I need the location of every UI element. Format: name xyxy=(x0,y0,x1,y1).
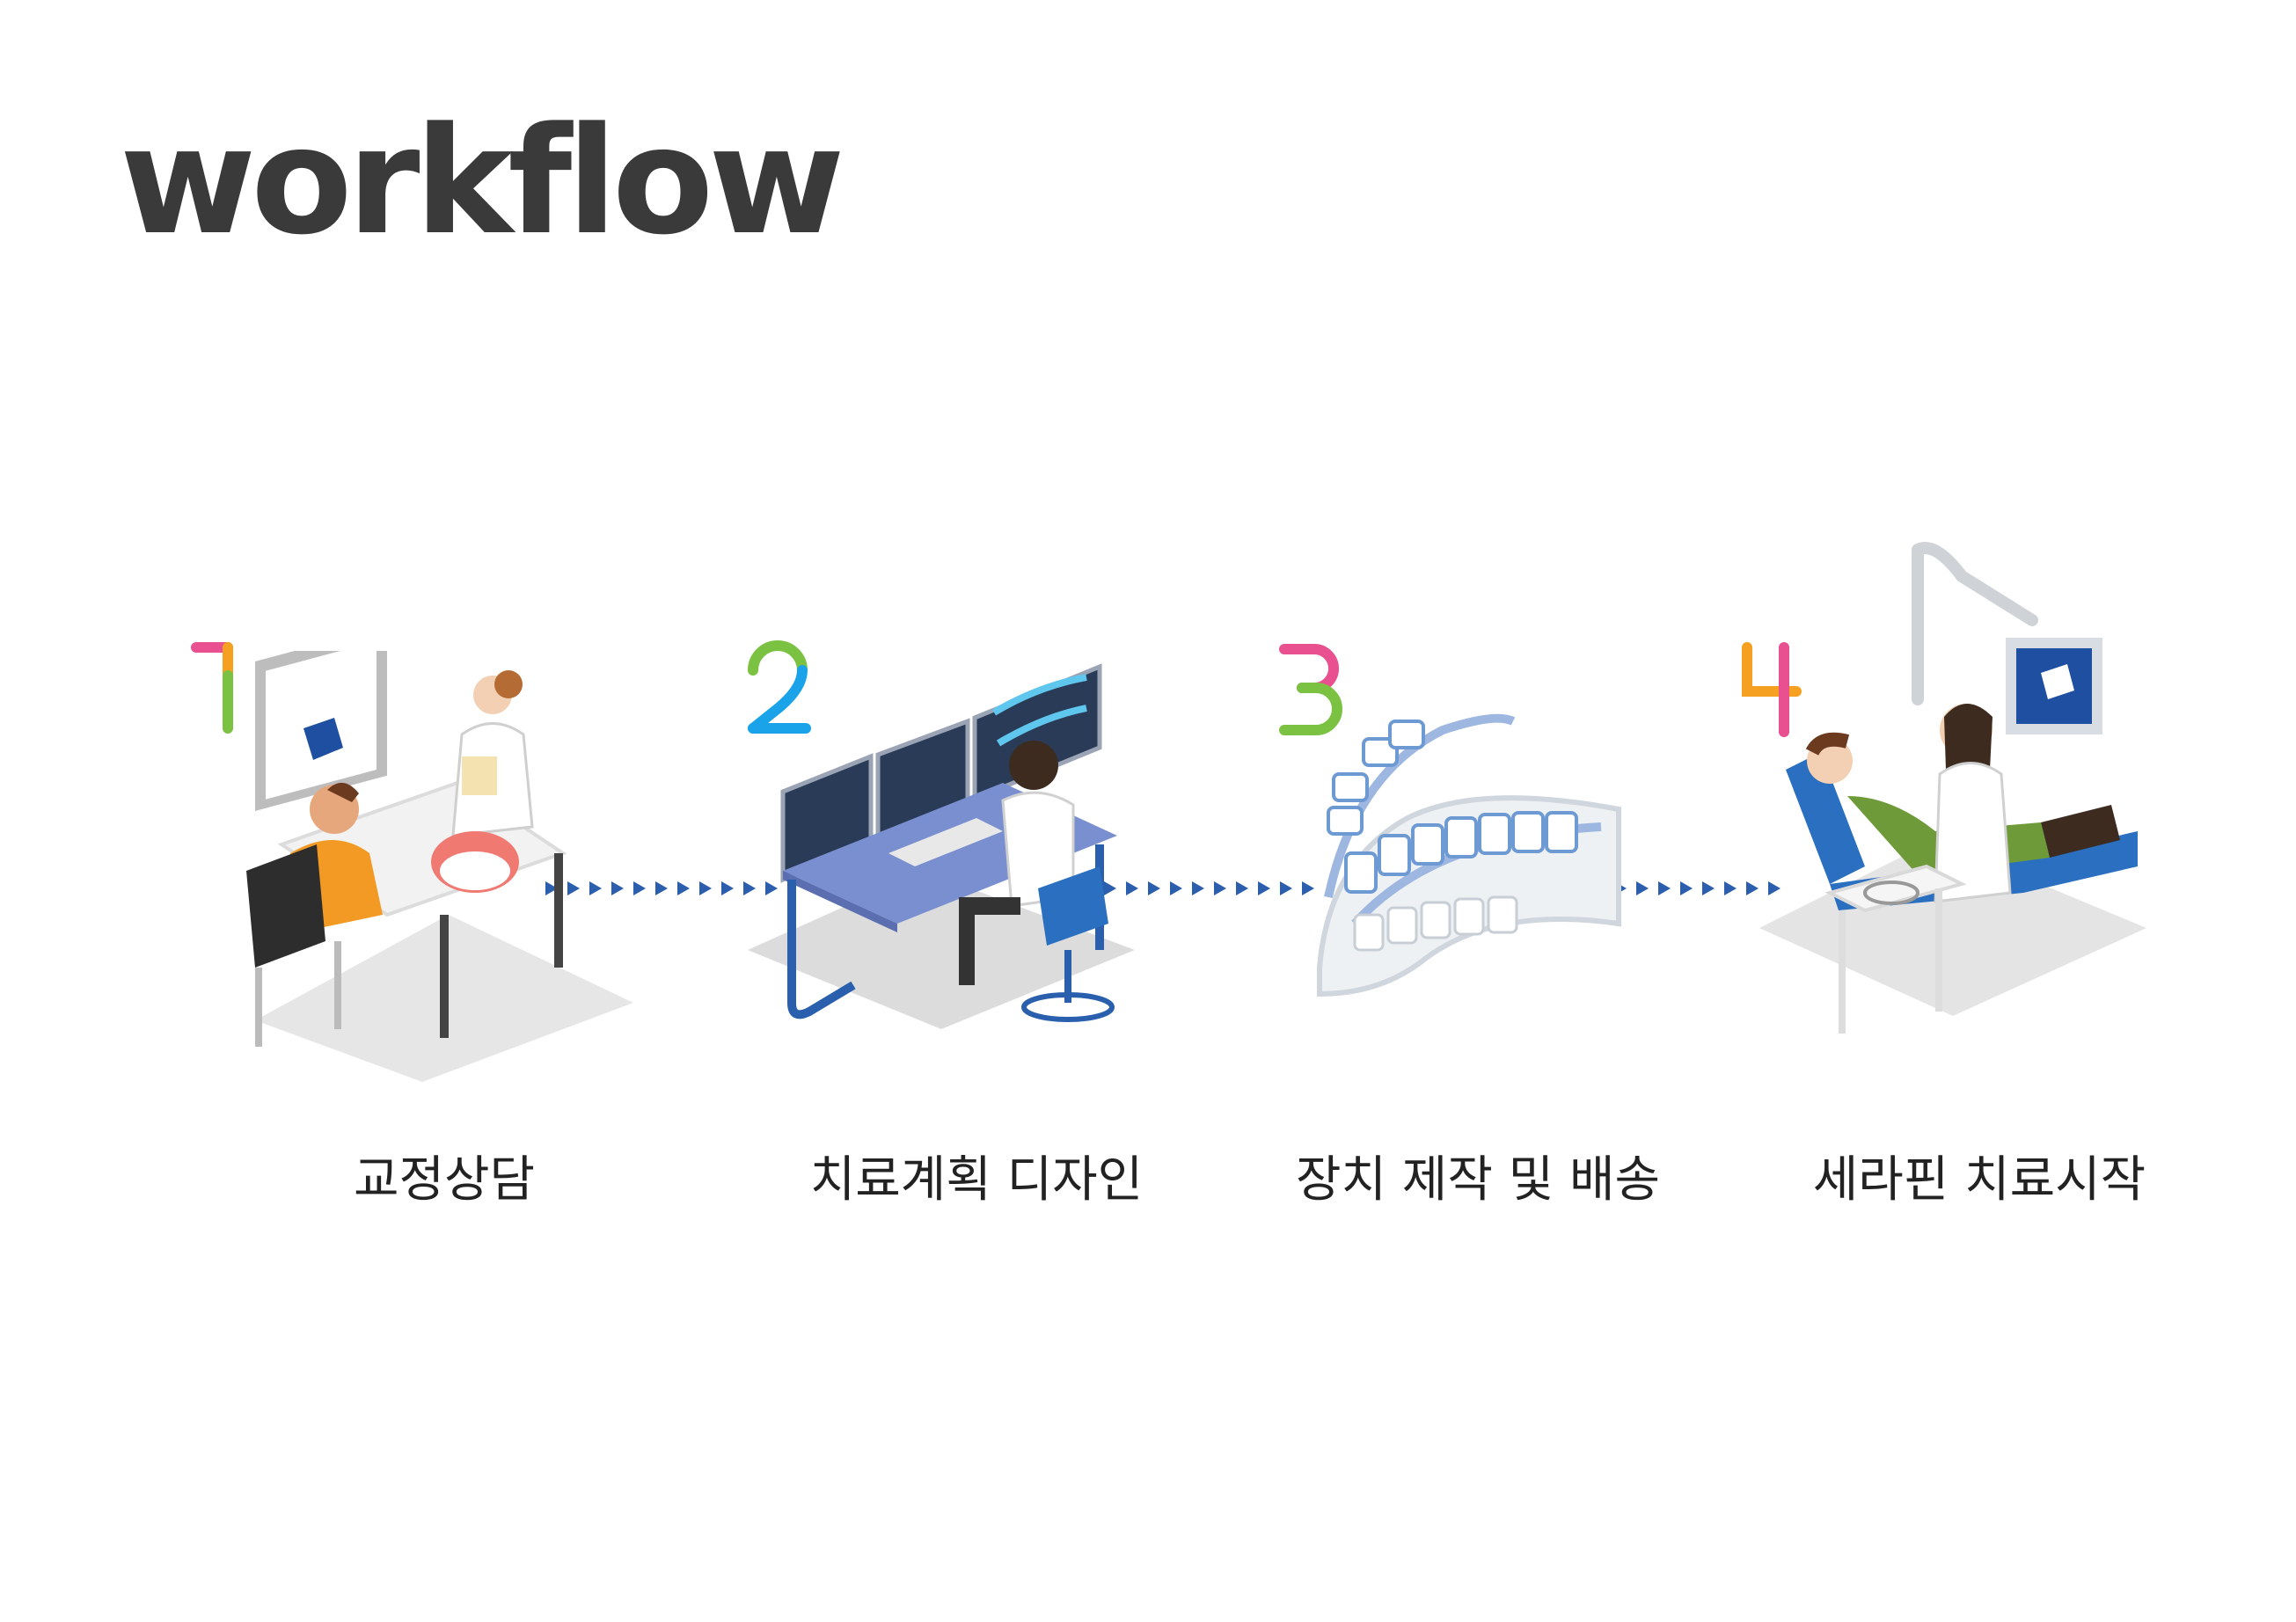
arrow-dot xyxy=(1702,881,1715,895)
step-number-3 xyxy=(1279,644,1342,735)
arrow-dot xyxy=(633,881,646,895)
step-label-3: 장치 제작 및 배송 xyxy=(1295,1151,1661,1209)
arrow-dot xyxy=(655,881,668,895)
arrow-dot xyxy=(1214,881,1226,895)
arrow-dot xyxy=(1192,881,1204,895)
dental-chair-illustration xyxy=(1759,542,2146,1034)
arrow-dot xyxy=(1746,881,1759,895)
step-label-2: 치료계획 디자인 xyxy=(809,1151,1144,1209)
arrow-dot xyxy=(1236,881,1248,895)
arrow-dot xyxy=(1280,881,1292,895)
arrow-dot xyxy=(743,881,756,895)
arrow-dot xyxy=(677,881,690,895)
arrow-dot xyxy=(699,881,712,895)
step-label-4: 세라핀 치료시작 xyxy=(1812,1151,2146,1209)
arrow-dot xyxy=(589,881,602,895)
arrow-dot xyxy=(545,881,558,895)
arrow-dot xyxy=(1724,881,1737,895)
arrow-dot xyxy=(1104,881,1116,895)
step-label-1: 교정상담 xyxy=(353,1151,536,1209)
step-number-1 xyxy=(191,642,233,734)
arrow-dot xyxy=(765,881,778,895)
step-number-2 xyxy=(748,640,811,734)
arrow-dot xyxy=(1680,881,1693,895)
clear-aligner-illustration xyxy=(1317,713,1621,997)
step-number-4 xyxy=(1742,642,1802,737)
arrow-dot xyxy=(1768,881,1780,895)
arrow-dot xyxy=(1658,881,1671,895)
arrow-dot xyxy=(611,881,624,895)
arrow-dot xyxy=(1148,881,1160,895)
arrow-dot xyxy=(1636,881,1649,895)
page-title: workflow xyxy=(120,95,845,267)
treatment-design-illustration xyxy=(748,663,1135,1029)
arrow-dot xyxy=(1170,881,1182,895)
arrow-dot xyxy=(1302,881,1314,895)
arrow-dot xyxy=(567,881,580,895)
arrow-dot xyxy=(1126,881,1138,895)
arrow-dot xyxy=(1258,881,1270,895)
arrow-dot xyxy=(721,881,734,895)
consultation-illustration xyxy=(246,651,633,1082)
